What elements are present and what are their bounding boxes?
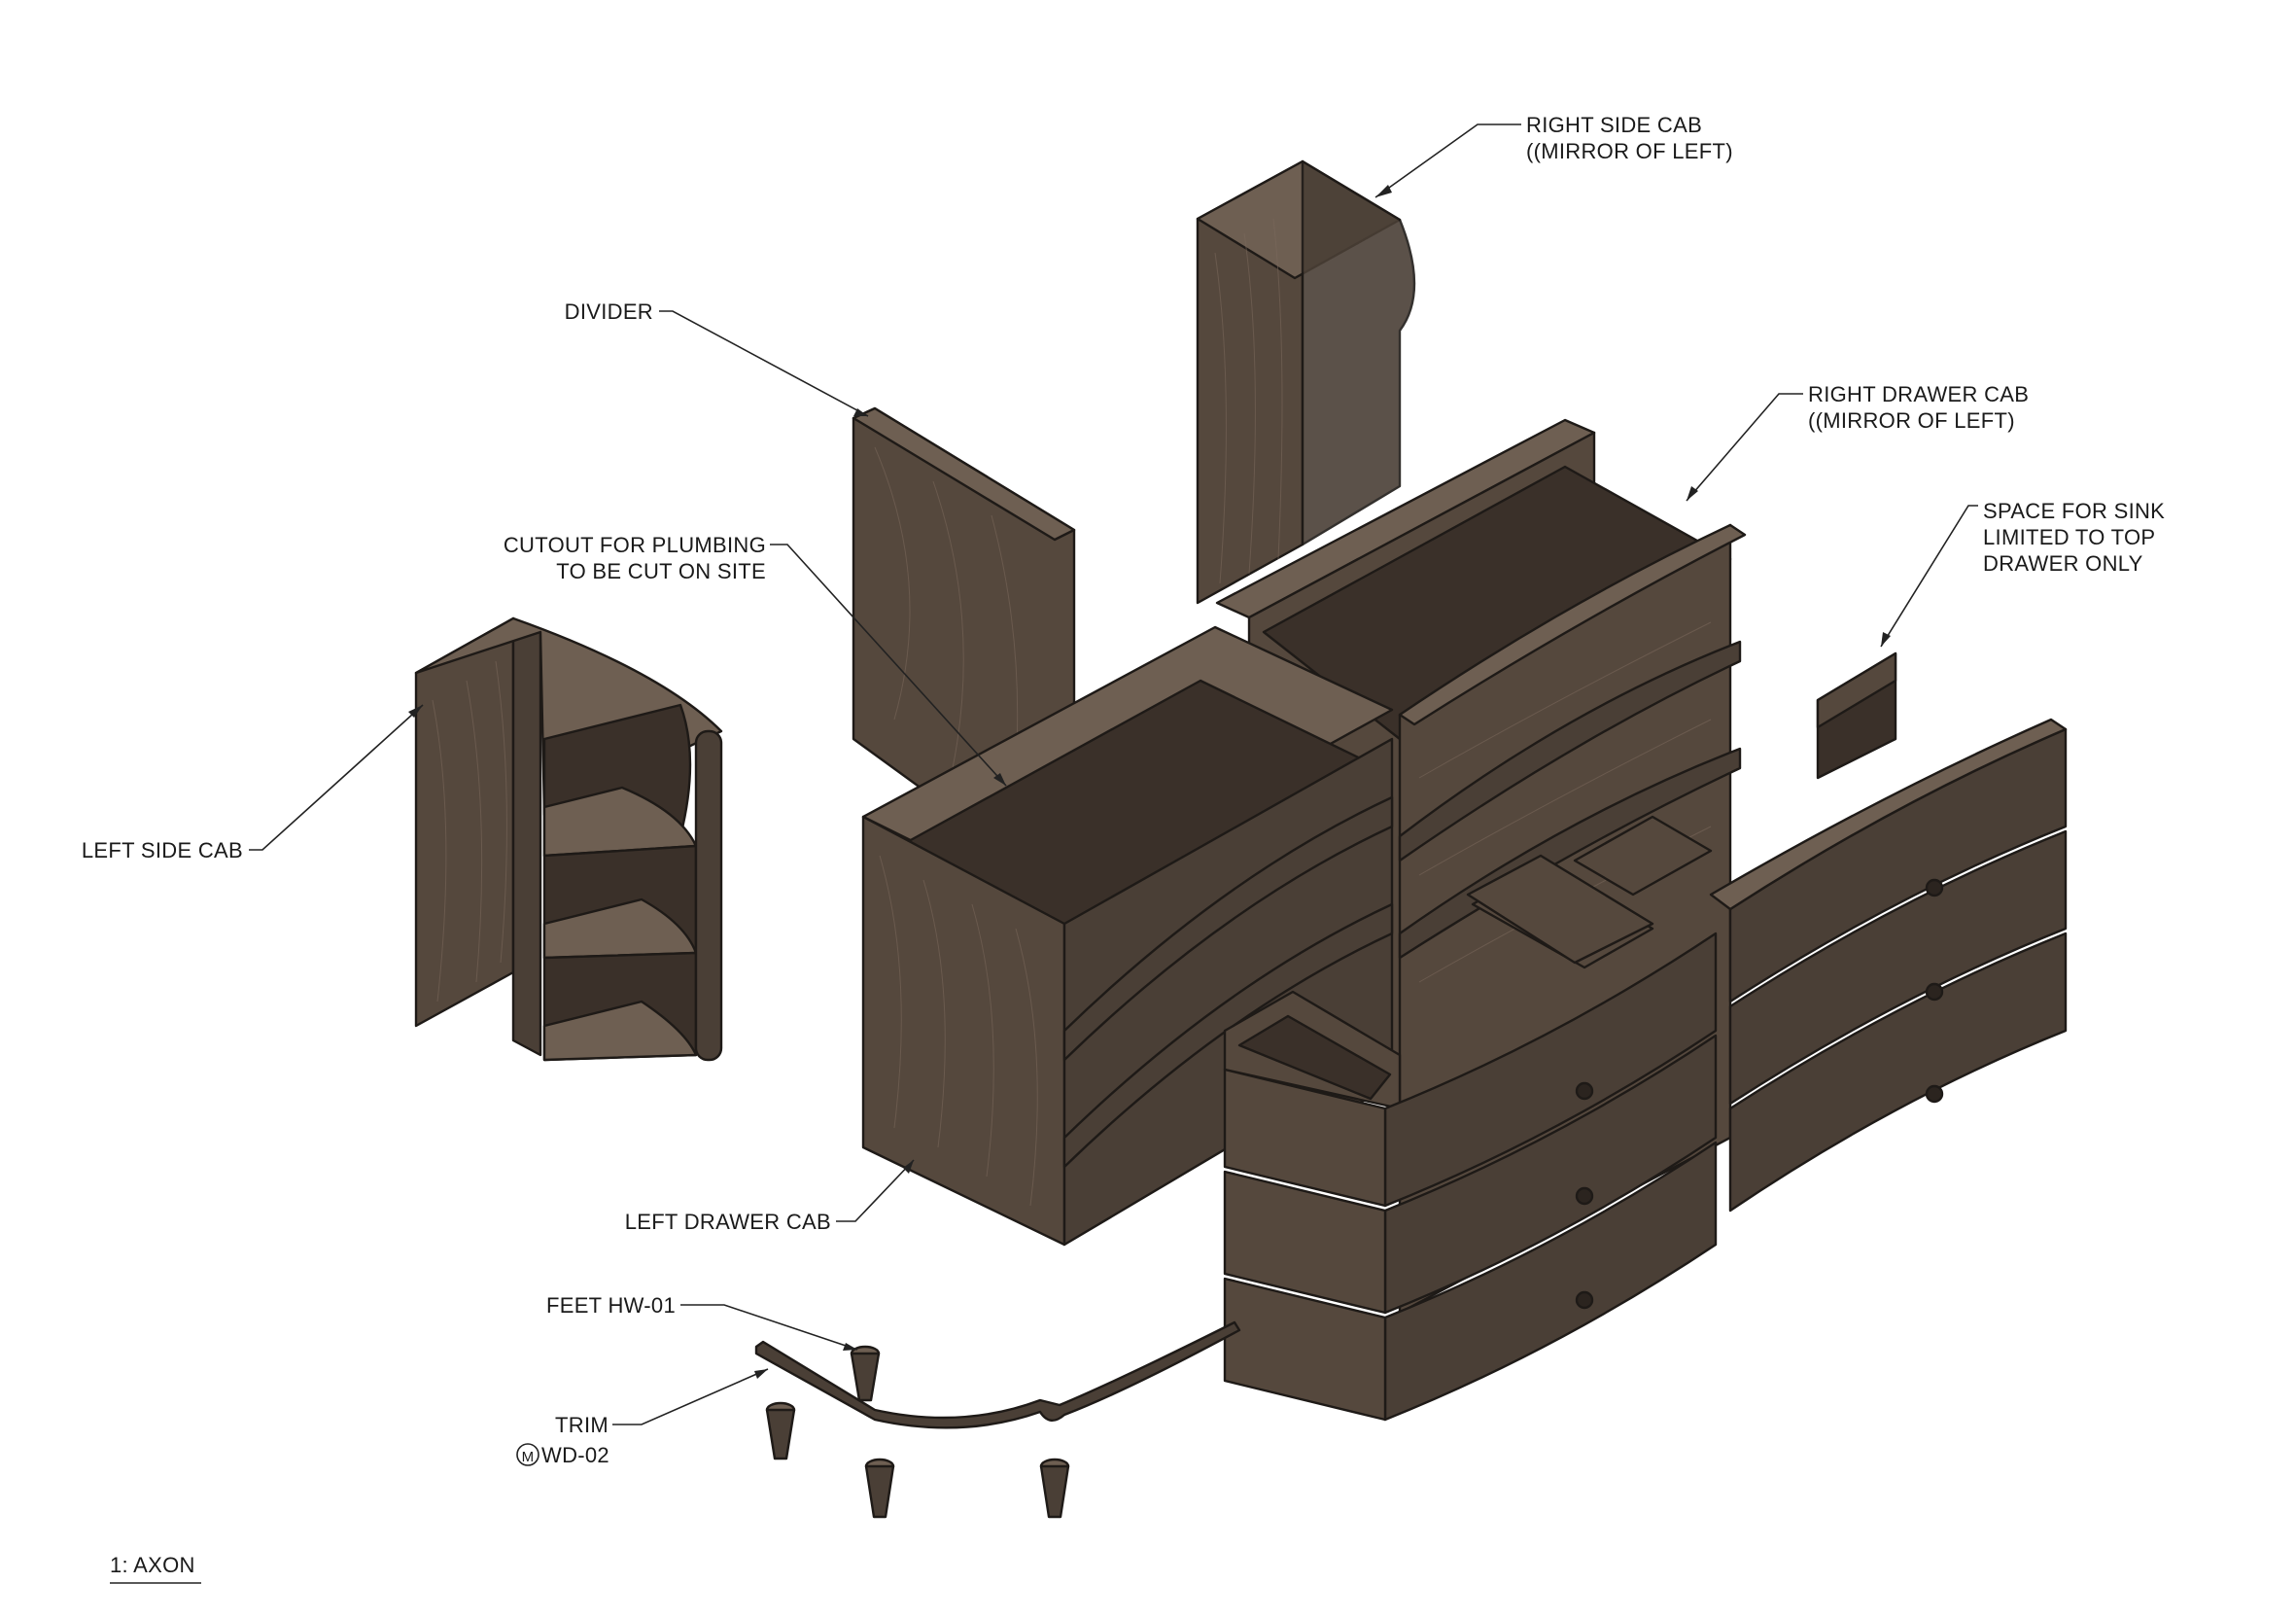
label-cutout-1: CUTOUT FOR PLUMBING [504,533,766,557]
label-feet: FEET HW-01 [546,1293,676,1318]
label-trim-tag-symbol: M [522,1449,535,1465]
right-side-cab [1196,159,1416,605]
left-side-cab [414,616,723,1062]
label-trim: TRIM [555,1413,609,1437]
feet [765,1345,1070,1519]
foot-3 [864,1458,895,1519]
label-sink-space-1: SPACE FOR SINK [1983,499,2165,523]
label-right-side-cab-2: ((MIRROR OF LEFT) [1526,139,1733,163]
label-sink-space-2: LIMITED TO TOP [1983,525,2155,549]
foot-4 [1039,1458,1070,1519]
foot-1 [850,1345,881,1402]
label-right-drawer-cab-1: RIGHT DRAWER CAB [1808,382,2029,406]
left-drawer-cab [861,625,1394,1247]
trim-piece [754,1320,1241,1429]
foot-2 [765,1401,796,1460]
material-tag-circle [516,1443,539,1466]
label-left-side-cab: LEFT SIDE CAB [82,838,243,862]
leader-lines [249,123,1978,1425]
label-sink-space-3: DRAWER ONLY [1983,551,2143,576]
view-title: 1: AXON [110,1553,195,1577]
label-right-drawer-cab-2: ((MIRROR OF LEFT) [1808,408,2015,433]
label-trim-tag: WD-02 [541,1443,609,1467]
annotations: RIGHT SIDE CAB ((MIRROR OF LEFT) DIVIDER… [82,113,2165,1584]
label-divider: DIVIDER [565,299,653,324]
label-right-side-cab-1: RIGHT SIDE CAB [1526,113,1702,137]
label-left-drawer-cab: LEFT DRAWER CAB [625,1210,831,1234]
label-cutout-2: TO BE CUT ON SITE [556,559,766,583]
left-drawer-stack [1223,854,1718,1422]
